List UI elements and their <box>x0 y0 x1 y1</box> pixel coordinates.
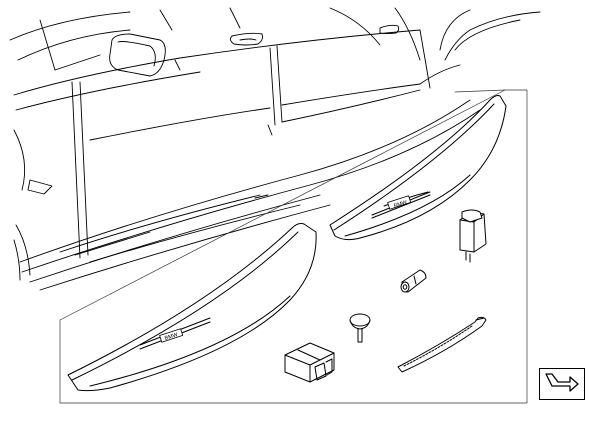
sill-plate-badge <box>387 195 412 210</box>
sill-plate-badge-text: BMW <box>393 199 408 209</box>
sill-plate-badge <box>159 328 184 343</box>
return-arrow-icon <box>545 373 579 392</box>
return-button[interactable] <box>539 368 585 400</box>
adapter-plug <box>459 209 487 263</box>
parts-frame <box>59 89 528 404</box>
cable-connector <box>400 269 427 293</box>
connector-housing <box>284 342 335 383</box>
sill-plate-badge-text: BMW <box>164 332 179 342</box>
sill-plate-front-right: BMW <box>329 95 507 241</box>
sill-plate-front-left: BMW <box>67 223 317 392</box>
expanding-rivet <box>349 313 371 343</box>
cable-tie <box>397 316 487 373</box>
